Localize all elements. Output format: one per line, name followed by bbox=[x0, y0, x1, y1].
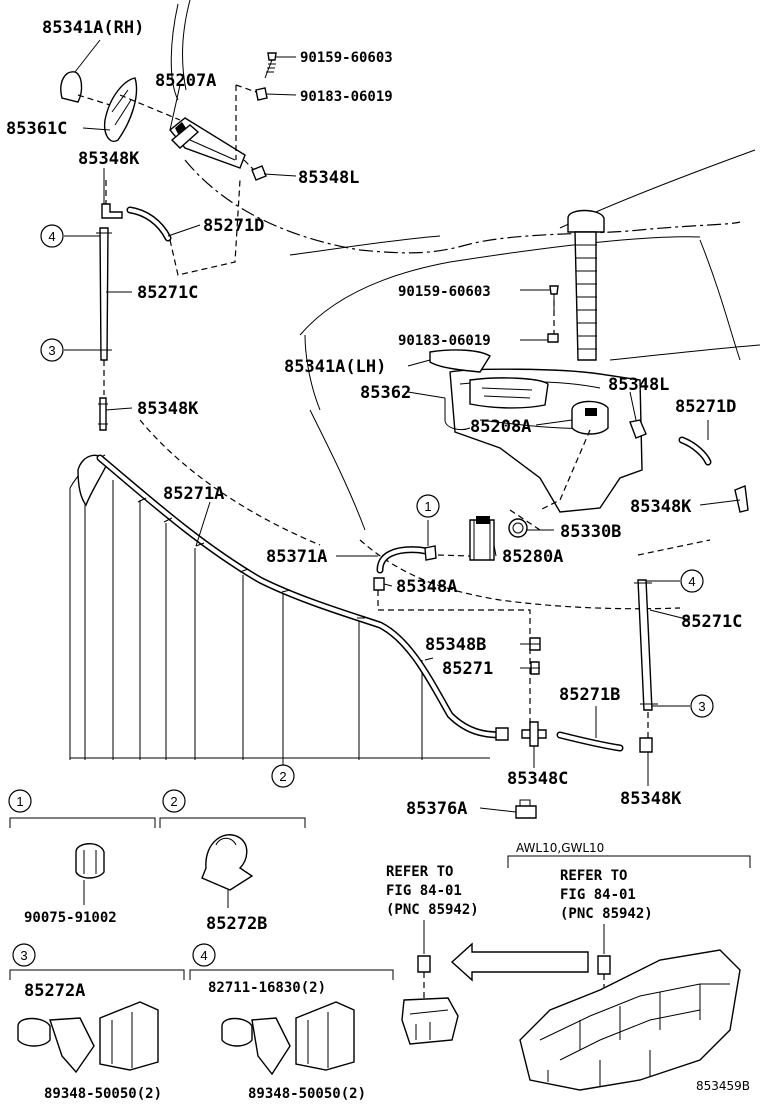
label-90075: 90075-91002 bbox=[24, 910, 117, 926]
svg-text:REFER TO: REFER TO bbox=[386, 864, 453, 880]
label-85330B: 85330B bbox=[560, 522, 621, 542]
label-85207A: 85207A bbox=[155, 71, 216, 91]
label-85208A: 85208A bbox=[470, 417, 531, 437]
vehicle-body-outline bbox=[139, 0, 760, 610]
label-85272A: 85272A bbox=[24, 981, 85, 1001]
callout-4-left: 4 bbox=[40, 224, 64, 248]
hose-85271A-main bbox=[69, 454, 509, 760]
svg-text:4: 4 bbox=[48, 229, 55, 244]
refer-right-group: AWL10,GWL10 REFER TO FIG 84-01 (PNC 8594… bbox=[507, 841, 751, 1091]
label-90183-top: 90183-06019 bbox=[300, 89, 393, 105]
label-85371A: 85371A bbox=[266, 547, 327, 567]
detail-2: 2 85272B bbox=[159, 789, 306, 934]
label-85341A-RH: 85341A(RH) bbox=[42, 18, 144, 38]
arrow-refer bbox=[450, 942, 589, 982]
label-82711: 82711-16830(2) bbox=[208, 980, 326, 996]
label-89348-b: 89348-50050(2) bbox=[248, 1086, 366, 1102]
callout-2-top: 2 bbox=[271, 764, 295, 788]
svg-text:FIG 84-01: FIG 84-01 bbox=[560, 887, 636, 903]
label-85348B: 85348B bbox=[425, 635, 486, 655]
callout-3-right: 3 bbox=[690, 694, 714, 718]
svg-text:4: 4 bbox=[200, 948, 207, 963]
label-85271: 85271 bbox=[442, 659, 493, 679]
callout-1-top: 1 bbox=[416, 494, 440, 518]
label-85348A: 85348A bbox=[396, 577, 457, 597]
label-85271C-b: 85271C bbox=[681, 612, 742, 632]
label-85272B: 85272B bbox=[206, 914, 267, 934]
label-85348K-b: 85348K bbox=[630, 497, 692, 517]
svg-text:1: 1 bbox=[16, 794, 23, 809]
svg-text:3: 3 bbox=[698, 699, 705, 714]
label-85271A: 85271A bbox=[163, 484, 224, 504]
svg-text:2: 2 bbox=[170, 794, 177, 809]
label-85271D-a: 85271D bbox=[203, 216, 264, 236]
label-90183-mid: 90183-06019 bbox=[398, 333, 491, 349]
svg-text:2: 2 bbox=[279, 769, 286, 784]
part-labels: 85341A(RH) 90159-60603 90183-06019 85207… bbox=[6, 18, 742, 819]
label-90159-mid: 90159-60603 bbox=[398, 284, 491, 300]
label-85348K-c: 85348K bbox=[137, 399, 199, 419]
label-85361C: 85361C bbox=[6, 119, 67, 139]
model-group: AWL10,GWL10 bbox=[516, 841, 604, 855]
label-85348K-a: 85348K bbox=[78, 149, 140, 169]
svg-text:3: 3 bbox=[48, 343, 55, 358]
washer-tank-assembly bbox=[429, 209, 749, 531]
svg-text:(PNC 85942): (PNC 85942) bbox=[560, 906, 653, 922]
detail-3: 3 85272A 89348-50050(2) bbox=[9, 943, 185, 1102]
svg-text:1: 1 bbox=[424, 499, 431, 514]
label-85271C-a: 85271C bbox=[137, 283, 198, 303]
callout-3-left: 3 bbox=[40, 338, 64, 362]
refer-left: REFER TO FIG 84-01 (PNC 85942) bbox=[386, 864, 479, 1045]
svg-text:(PNC 85942): (PNC 85942) bbox=[386, 902, 479, 918]
label-85280A: 85280A bbox=[502, 547, 563, 567]
svg-text:FIG 84-01: FIG 84-01 bbox=[386, 883, 462, 899]
svg-text:REFER TO: REFER TO bbox=[560, 868, 627, 884]
diagram-id: 853459B bbox=[696, 1079, 750, 1093]
headlamp-cleaner-nozzle-rh bbox=[60, 52, 277, 181]
svg-text:4: 4 bbox=[688, 574, 695, 589]
callout-4-right: 4 bbox=[680, 569, 704, 593]
label-85362: 85362 bbox=[360, 383, 411, 403]
label-90159-top: 90159-60603 bbox=[300, 50, 393, 66]
label-89348-a: 89348-50050(2) bbox=[44, 1086, 162, 1102]
washer-pump-85280A bbox=[373, 516, 531, 730]
label-85348K-d: 85348K bbox=[620, 789, 682, 809]
label-85348L-a: 85348L bbox=[298, 168, 359, 188]
detail-4: 4 82711-16830(2) 89348-50050(2) bbox=[189, 943, 394, 1102]
label-85271D-b: 85271D bbox=[675, 397, 736, 417]
lower-joints bbox=[515, 539, 711, 819]
svg-text:3: 3 bbox=[20, 948, 27, 963]
label-85348C: 85348C bbox=[507, 769, 568, 789]
label-85341A-LH: 85341A(LH) bbox=[284, 357, 386, 377]
detail-1: 1 90075-91002 bbox=[8, 789, 156, 926]
label-85271B: 85271B bbox=[559, 685, 620, 705]
label-85376A: 85376A bbox=[406, 799, 467, 819]
label-85348L-b: 85348L bbox=[608, 375, 669, 395]
hose-85271C-left bbox=[96, 179, 241, 431]
